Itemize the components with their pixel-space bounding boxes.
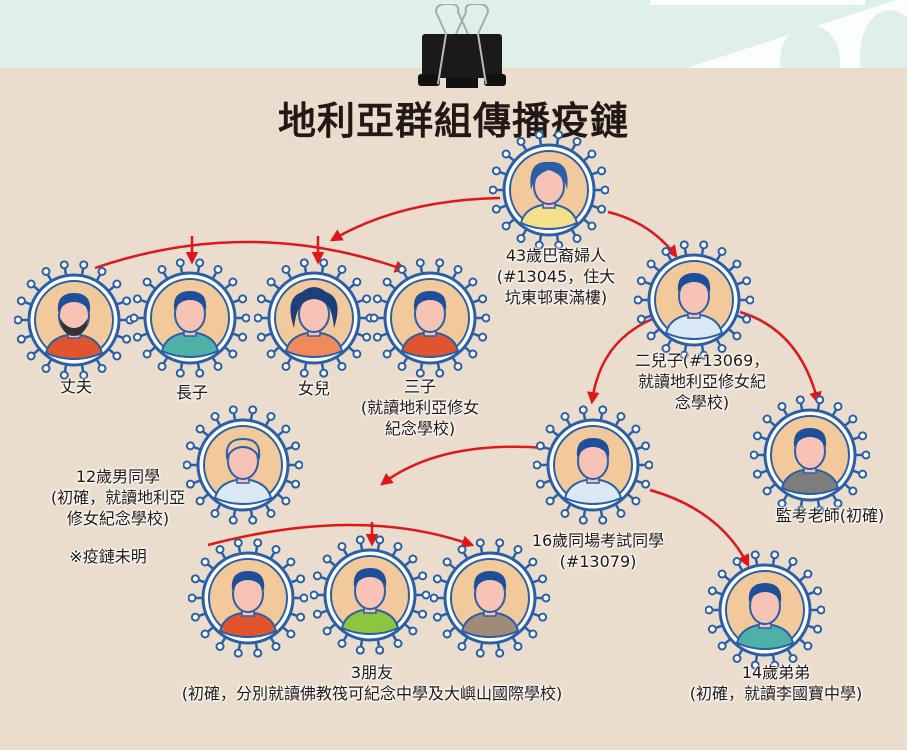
second-son-label: 二兒子(#13069，就讀地利亞修女紀念學校) — [634, 351, 770, 412]
boy-classmate-virus-avatar — [182, 405, 304, 525]
husband-virus-avatar — [13, 260, 135, 380]
mother-virus-avatar — [488, 130, 610, 250]
eldest-son-label: 長子 — [175, 383, 209, 402]
friend-1-virus-avatar — [187, 538, 309, 658]
exam-classmate-virus-avatar — [532, 405, 654, 525]
daughter-label: 女兒 — [297, 379, 331, 398]
friend-3-virus-avatar — [429, 538, 551, 658]
proctor-virus-avatar — [749, 395, 871, 515]
second-son-virus-avatar — [633, 240, 755, 360]
third-son-label: 三子(就讀地利亞修女紀念學校) — [360, 377, 480, 438]
friend-2-virus-avatar — [309, 535, 431, 655]
exam-classmate-label: 16歲同場考試同學(#13079) — [531, 531, 665, 571]
boy-classmate-label: 12歲男同學(初確，就讀地利亞修女紀念學校) — [50, 467, 186, 528]
proctor-label: 監考老師(初確) — [775, 506, 885, 525]
binder-clip-icon — [418, 4, 506, 88]
page-title: 地利亞群組傳播疫鏈 — [277, 99, 629, 143]
mother-label: 43歲巴裔婦人(#13045，住大坑東邨東滿樓) — [496, 246, 616, 307]
brother-virus-avatar — [704, 550, 826, 670]
eldest-son-virus-avatar — [129, 258, 251, 378]
third-son-virus-avatar — [369, 258, 491, 378]
husband-label: 丈夫 — [59, 377, 93, 396]
daughter-virus-avatar — [253, 258, 375, 378]
friends-label: 3朋友(初確，分別就讀佛教筏可紀念中學及大嶼山國際學校) — [181, 663, 563, 703]
brother-label: 14歲弟弟(初確，就讀李國寶中學) — [689, 663, 863, 703]
unknown-chain-note: ※疫鏈未明 — [69, 547, 147, 566]
